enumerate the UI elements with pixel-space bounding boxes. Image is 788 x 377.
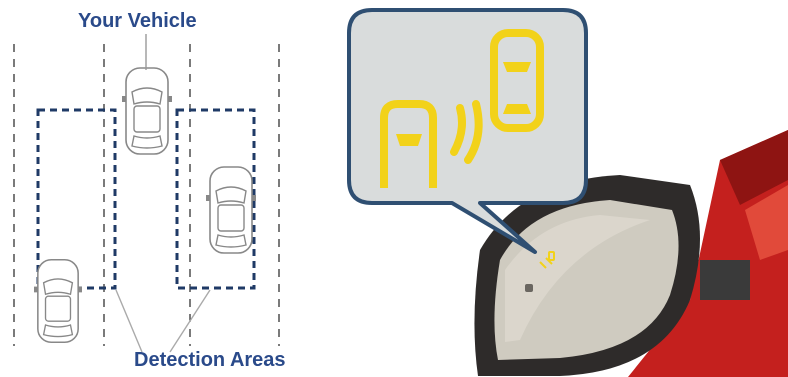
mirror-sensor-dot (525, 284, 533, 292)
mirror-arm (700, 260, 750, 300)
car-in-right-detection-area (206, 167, 256, 253)
your-vehicle-label: Your Vehicle (78, 11, 197, 31)
detection-areas-label: Detection Areas (134, 350, 286, 370)
car-left-lane (34, 260, 82, 343)
detection-leader-line-left (116, 290, 142, 352)
your-vehicle-car (122, 68, 172, 154)
